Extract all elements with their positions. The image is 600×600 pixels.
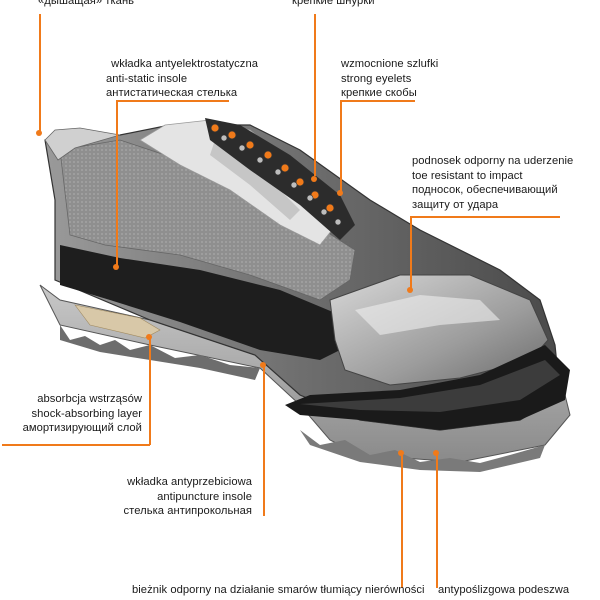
eyelets — [210, 123, 335, 213]
label-shock-en: shock-absorbing layer — [31, 407, 142, 420]
leader-toecap-v — [410, 216, 412, 288]
marker-sole — [433, 450, 439, 456]
label-shock-ru: амортизирующий слой — [22, 422, 142, 434]
label-sole-pl: antypoślizgowa podeszwa — [438, 584, 570, 596]
leader-shock-v — [149, 336, 151, 445]
label-laces: крепкие шнурки — [292, 0, 422, 9]
marker-shock — [146, 334, 152, 340]
label-sole: antypoślizgowa podeszwa — [438, 583, 569, 598]
marker-breathable — [36, 130, 42, 136]
label-toecap-ru1: подносок, обеспечивающий — [412, 184, 558, 196]
marker-antipuncture — [260, 362, 266, 368]
leader-eyelets-h — [340, 100, 415, 102]
label-tread: bieżnik odporny na działanie smarów tłum… — [132, 583, 425, 598]
label-toecap-pl: podnosek odporny na uderzenie — [412, 155, 574, 167]
label-toecap-en: toe resistant to impact — [412, 169, 523, 182]
label-toecap-ru2: защиту от удара — [412, 198, 499, 211]
leader-eyelets-v — [340, 100, 342, 192]
label-tread-pl: bieżnik odporny na działanie smarów tłum… — [132, 584, 425, 596]
label-breathable-ru: «дышащая» ткань — [38, 0, 135, 7]
label-eyelets: wzmocnione szlufki strong eyelets крепки… — [341, 57, 441, 101]
label-antipuncture: wkładka antyprzebiciowa antipuncture ins… — [112, 475, 252, 519]
leader-tread — [401, 452, 403, 588]
label-laces-ru: крепкие шнурки — [292, 0, 375, 7]
leader-sole — [436, 452, 438, 588]
leader-insole-h — [116, 100, 229, 102]
marker-toecap — [407, 287, 413, 293]
marker-tread — [398, 450, 404, 456]
leader-toecap-h — [410, 216, 560, 218]
label-insole-ru: антистатическая стелька — [106, 87, 238, 99]
label-antipuncture-pl: wkładka antyprzebiciowa — [127, 476, 252, 488]
leader-insole-v — [116, 100, 118, 266]
label-eyelets-en: strong eyelets — [341, 72, 412, 85]
marker-laces — [311, 176, 317, 182]
label-insole: wkładka antyelektrostatyczna anti-static… — [106, 57, 258, 101]
label-antipuncture-ru: стелька антипрокольная — [123, 505, 252, 517]
label-breathable: «дышащая» ткань — [38, 0, 134, 9]
shock-layer — [74, 304, 161, 339]
label-shock: absorbcja wstrząsów shock-absorbing laye… — [10, 392, 142, 436]
leader-shock-h — [2, 444, 150, 446]
leader-laces — [314, 14, 316, 176]
label-eyelets-pl: wzmocnione szlufki — [341, 58, 439, 70]
marker-eyelets — [337, 190, 343, 196]
insole-layer — [60, 245, 350, 360]
label-shock-pl: absorbcja wstrząsów — [37, 393, 142, 405]
label-insole-pl: wkładka antyelektrostatyczna — [111, 58, 258, 70]
label-antipuncture-en: antipuncture insole — [157, 490, 252, 503]
leader-breathable — [39, 14, 41, 134]
label-toecap: podnosek odporny na uderzenie toe resist… — [412, 154, 574, 212]
label-insole-en: anti-static insole — [106, 72, 188, 85]
marker-insole — [113, 264, 119, 270]
label-eyelets-ru: крепкие скобы — [341, 87, 417, 99]
leader-antipuncture — [263, 364, 265, 516]
